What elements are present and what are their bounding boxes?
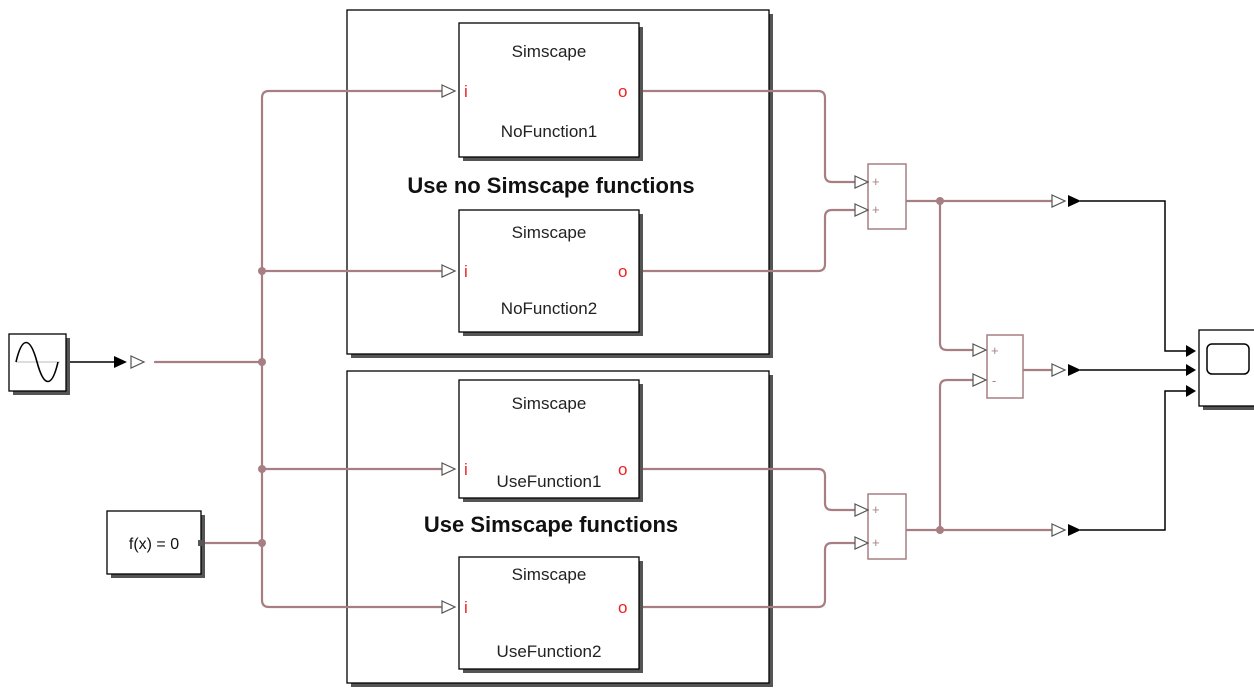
adder-top[interactable]: + + bbox=[854, 163, 907, 230]
subsystem-header: Simscape bbox=[512, 42, 587, 61]
subsystem-nofunction1[interactable]: Simscape i o NoFunction1 bbox=[441, 22, 643, 161]
subsystem-usefunction1[interactable]: Simscape i o UseFunction1 bbox=[441, 379, 643, 502]
adder-sign: + bbox=[991, 343, 999, 358]
sine-wave-icon bbox=[15, 341, 60, 383]
adder-sign: - bbox=[992, 373, 996, 388]
solver-label: f(x) = 0 bbox=[129, 536, 179, 553]
adder-bottom[interactable]: + + bbox=[854, 493, 907, 560]
subsystem-header: Simscape bbox=[512, 565, 587, 584]
subsystem-name: UseFunction1 bbox=[497, 472, 602, 491]
adder-middle[interactable]: + - bbox=[972, 334, 1024, 399]
adder-sign: + bbox=[872, 502, 880, 517]
physical-wires bbox=[153, 89, 1054, 609]
area-title-no-functions: Use no Simscape functions bbox=[407, 173, 694, 198]
scope-block[interactable] bbox=[1198, 329, 1254, 410]
simulink-ps-converter[interactable] bbox=[114, 355, 146, 369]
subsystem-name: NoFunction2 bbox=[501, 299, 597, 318]
subsystem-usefunction2[interactable]: Simscape i o UseFunction2 bbox=[441, 556, 643, 673]
adder-sign: + bbox=[872, 174, 880, 189]
subsystem-name: UseFunction2 bbox=[497, 642, 602, 661]
subsystem-nofunction2[interactable]: Simscape i o NoFunction2 bbox=[441, 209, 643, 336]
signal-wires bbox=[70, 200, 1196, 531]
input-port-label: i bbox=[464, 460, 468, 479]
subsystem-header: Simscape bbox=[512, 394, 587, 413]
ps-simulink-converter-3[interactable] bbox=[1051, 523, 1081, 537]
input-port-label: i bbox=[464, 262, 468, 281]
input-port-label: i bbox=[464, 598, 468, 617]
output-port-label: o bbox=[618, 460, 627, 479]
subsystem-header: Simscape bbox=[512, 223, 587, 242]
area-title-use-functions: Use Simscape functions bbox=[424, 512, 678, 537]
ps-simulink-converter-2[interactable] bbox=[1051, 363, 1081, 377]
ps-simulink-converter-1[interactable] bbox=[1051, 194, 1081, 208]
output-port-label: o bbox=[618, 82, 627, 101]
adder-sign: + bbox=[872, 535, 880, 550]
scope-icon bbox=[1206, 343, 1250, 375]
output-port-label: o bbox=[618, 598, 627, 617]
output-port-label: o bbox=[618, 262, 627, 281]
input-port-label: i bbox=[464, 82, 468, 101]
adder-sign: + bbox=[872, 202, 880, 217]
sine-wave-block[interactable] bbox=[8, 333, 70, 395]
subsystem-name: NoFunction1 bbox=[501, 122, 597, 141]
solver-configuration-block[interactable]: f(x) = 0 bbox=[106, 510, 205, 578]
